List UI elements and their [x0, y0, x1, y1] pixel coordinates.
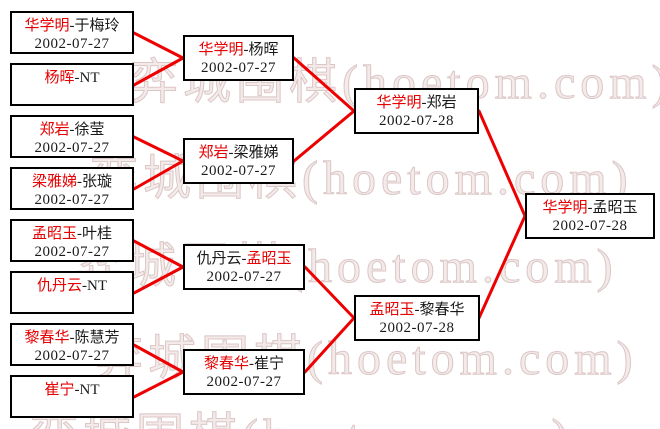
match-date: 2002-07-27 — [34, 244, 110, 260]
player1-name: 仇丹云 — [196, 251, 242, 267]
player1-name: 华学明 — [24, 18, 70, 34]
player1-name: 华学明 — [542, 200, 588, 216]
match-players: 仇丹云-NT — [12, 277, 132, 295]
player2-name: 黎春华 — [419, 302, 465, 318]
player2-name: 崔宁 — [254, 356, 285, 372]
match-date: 2002-07-28 — [379, 113, 454, 129]
match-date: 2002-07-28 — [552, 218, 628, 234]
name-separator: - — [241, 251, 247, 267]
player2-name: NT — [79, 382, 100, 398]
player1-name: 孟昭玉 — [31, 226, 77, 242]
match-box-r1-2[interactable]: 杨晖-NT — [10, 63, 134, 106]
match-players: 黎春华-陈慧芳 — [12, 329, 132, 347]
name-separator: - — [77, 174, 82, 190]
player2-name: NT — [79, 70, 100, 86]
player1-name: 黎春华 — [203, 356, 249, 372]
player1-name: 郑岩 — [198, 145, 229, 161]
match-players: 华学明-孟昭玉 — [527, 199, 653, 217]
match-players: 孟昭玉-叶桂 — [12, 225, 132, 243]
player2-name: 郑岩 — [426, 95, 457, 111]
name-separator: - — [69, 122, 75, 138]
match-players: 华学明-于梅玲 — [12, 17, 132, 35]
match-players: 仇丹云-孟昭玉 — [185, 250, 303, 268]
name-separator: - — [249, 356, 254, 372]
player1-name: 仇丹云 — [36, 278, 82, 294]
match-box-r1-1[interactable]: 华学明-于梅玲 2002-07-27 — [10, 11, 134, 54]
player2-name: 于梅玲 — [74, 18, 120, 34]
match-players: 杨晖-NT — [12, 69, 132, 87]
match-box-final[interactable]: 华学明-孟昭玉 2002-07-28 — [525, 193, 655, 239]
match-players: 黎春华-崔宁 — [185, 355, 303, 373]
match-players: 郑岩-徐莹 — [12, 121, 132, 139]
match-box-r1-3[interactable]: 郑岩-徐莹 2002-07-27 — [10, 115, 134, 158]
match-players: 梁雅娣-张璇 — [12, 173, 132, 191]
match-box-r1-8[interactable]: 崔宁-NT — [10, 375, 134, 418]
match-box-r2-1[interactable]: 华学明-杨晖 2002-07-27 — [183, 35, 294, 81]
player2-name: 孟昭玉 — [592, 200, 638, 216]
match-box-r2-4[interactable]: 黎春华-崔宁 2002-07-27 — [183, 349, 305, 395]
name-separator: - — [414, 302, 420, 318]
match-box-r1-7[interactable]: 黎春华-陈慧芳 2002-07-27 — [10, 323, 134, 366]
match-players: 华学明-杨晖 — [185, 41, 292, 59]
player1-name: 崔宁 — [44, 382, 75, 398]
player2-name: 杨晖 — [248, 42, 279, 58]
player2-name: 孟昭玉 — [246, 251, 292, 267]
player2-name: 梁雅娣 — [233, 145, 279, 161]
name-separator: - — [69, 18, 75, 34]
match-date: 2002-07-27 — [34, 36, 110, 52]
player1-name: 杨晖 — [44, 70, 75, 86]
match-players: 崔宁-NT — [12, 381, 132, 399]
name-separator: - — [74, 382, 80, 398]
match-date: 2002-07-27 — [201, 163, 276, 179]
match-date: 2002-07-27 — [201, 60, 276, 76]
name-separator: - — [69, 330, 75, 346]
name-separator: - — [421, 95, 427, 111]
match-date: 2002-07-27 — [206, 269, 282, 285]
match-players: 郑岩-梁雅娣 — [185, 144, 292, 162]
player1-name: 华学明 — [198, 42, 244, 58]
player1-name: 梁雅娣 — [31, 174, 77, 190]
name-separator: - — [74, 70, 80, 86]
match-box-r1-6[interactable]: 仇丹云-NT — [10, 271, 134, 314]
player1-name: 郑岩 — [39, 122, 70, 138]
player1-name: 华学明 — [376, 95, 422, 111]
match-box-r1-4[interactable]: 梁雅娣-张璇 2002-07-27 — [10, 167, 134, 210]
name-separator: - — [587, 200, 593, 216]
player2-name: 陈慧芳 — [74, 330, 120, 346]
match-date: 2002-07-27 — [34, 348, 110, 364]
match-box-r2-2[interactable]: 郑岩-梁雅娣 2002-07-27 — [183, 138, 294, 184]
match-box-r1-5[interactable]: 孟昭玉-叶桂 2002-07-27 — [10, 219, 134, 262]
player1-name: 黎春华 — [24, 330, 70, 346]
player2-name: 叶桂 — [82, 226, 113, 242]
match-date: 2002-07-27 — [34, 192, 110, 208]
match-date: 2002-07-27 — [34, 140, 110, 156]
player2-name: 张璇 — [82, 174, 113, 190]
match-box-sf-1[interactable]: 华学明-郑岩 2002-07-28 — [354, 88, 479, 134]
player2-name: NT — [87, 278, 107, 294]
watermark-text: 弈城围棋(hoetom.com) — [30, 396, 573, 429]
name-separator: - — [243, 42, 249, 58]
name-separator: - — [77, 226, 82, 242]
player2-name: 徐莹 — [74, 122, 105, 138]
name-separator: - — [82, 278, 87, 294]
player1-name: 孟昭玉 — [369, 302, 415, 318]
match-date: 2002-07-28 — [379, 320, 455, 336]
match-players: 华学明-郑岩 — [356, 94, 477, 112]
match-players: 孟昭玉-黎春华 — [356, 301, 478, 319]
match-box-r2-3[interactable]: 仇丹云-孟昭玉 2002-07-27 — [183, 244, 305, 290]
match-box-sf-2[interactable]: 孟昭玉-黎春华 2002-07-28 — [354, 295, 480, 341]
name-separator: - — [228, 145, 234, 161]
match-date: 2002-07-27 — [206, 374, 282, 390]
